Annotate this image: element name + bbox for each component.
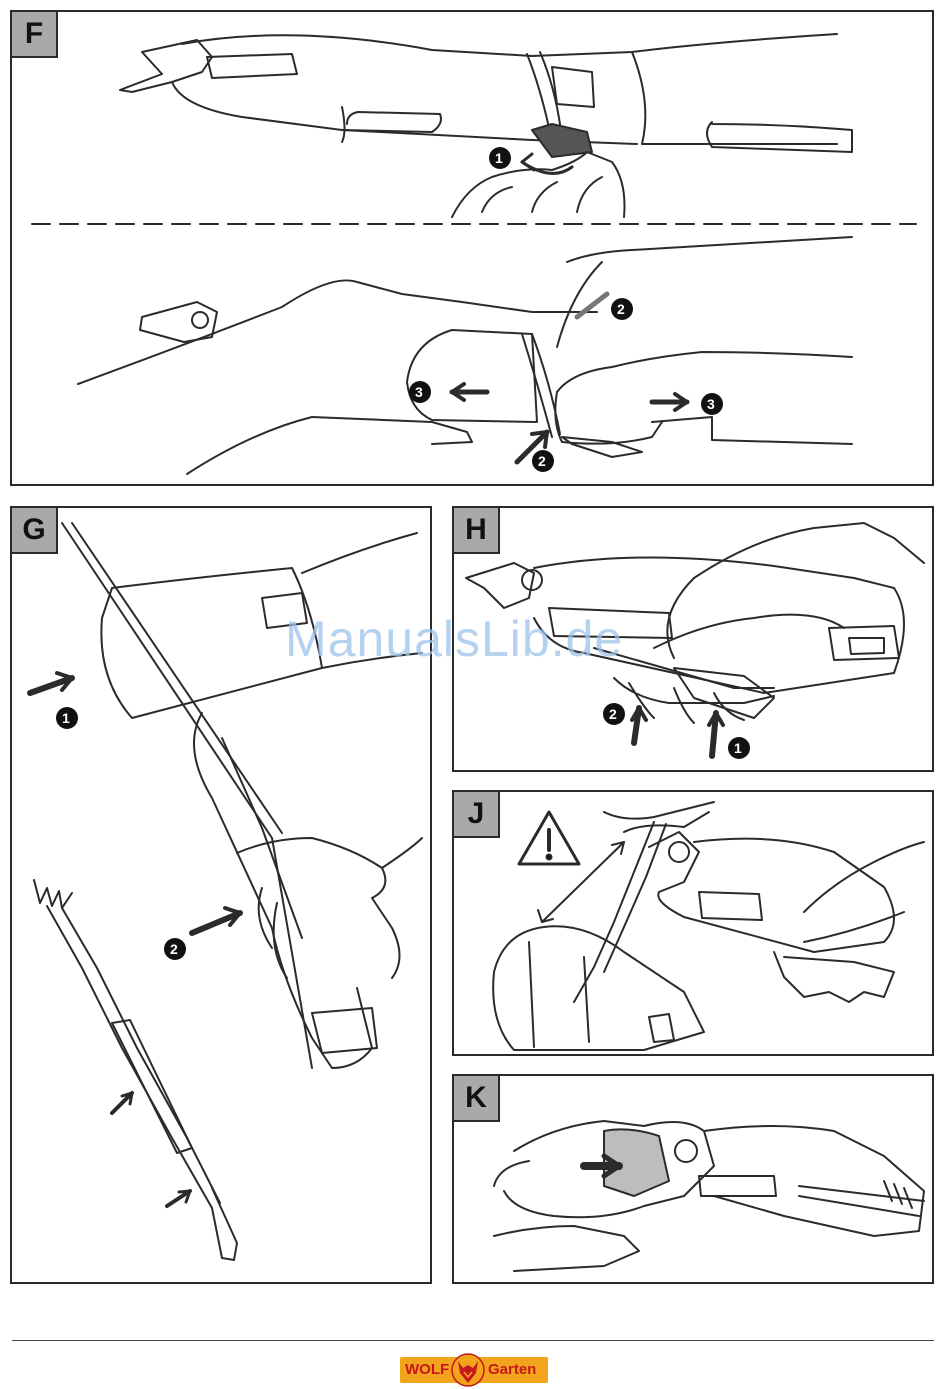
step-number: 3 <box>415 384 423 400</box>
panel-k-illustration <box>454 1076 936 1286</box>
step-number: 1 <box>62 710 70 726</box>
panel-f-label: F <box>12 12 58 58</box>
panel-k-label: K <box>454 1076 500 1122</box>
panel-h-label: H <box>454 508 500 554</box>
panel-j-illustration <box>454 792 936 1058</box>
step-number: 2 <box>538 453 546 469</box>
wolf-garten-logo: WOLF Garten <box>400 1353 548 1387</box>
panel-j-label: J <box>454 792 500 838</box>
panel-h: H 2 1 <box>452 506 934 772</box>
step-number: 2 <box>609 706 617 722</box>
step-number: 1 <box>495 150 503 166</box>
footer-divider <box>12 1340 934 1341</box>
step-number: 2 <box>617 301 625 317</box>
wolf-head-icon <box>450 1353 486 1387</box>
logo-text-wolf: WOLF <box>405 1361 449 1378</box>
panel-g-illustration <box>12 508 434 1286</box>
panel-f-illustration <box>12 12 936 488</box>
panel-j: J <box>452 790 934 1056</box>
step-number: 2 <box>170 941 178 957</box>
panel-k: K <box>452 1074 934 1284</box>
step-number: 3 <box>707 396 715 412</box>
panel-h-illustration <box>454 508 936 774</box>
panel-f: F 1 2 2 3 3 <box>10 10 934 486</box>
logo-text-garten: Garten <box>488 1361 536 1378</box>
panel-g: G 1 2 <box>10 506 432 1284</box>
step-number: 1 <box>734 740 742 756</box>
panel-g-label: G <box>12 508 58 554</box>
